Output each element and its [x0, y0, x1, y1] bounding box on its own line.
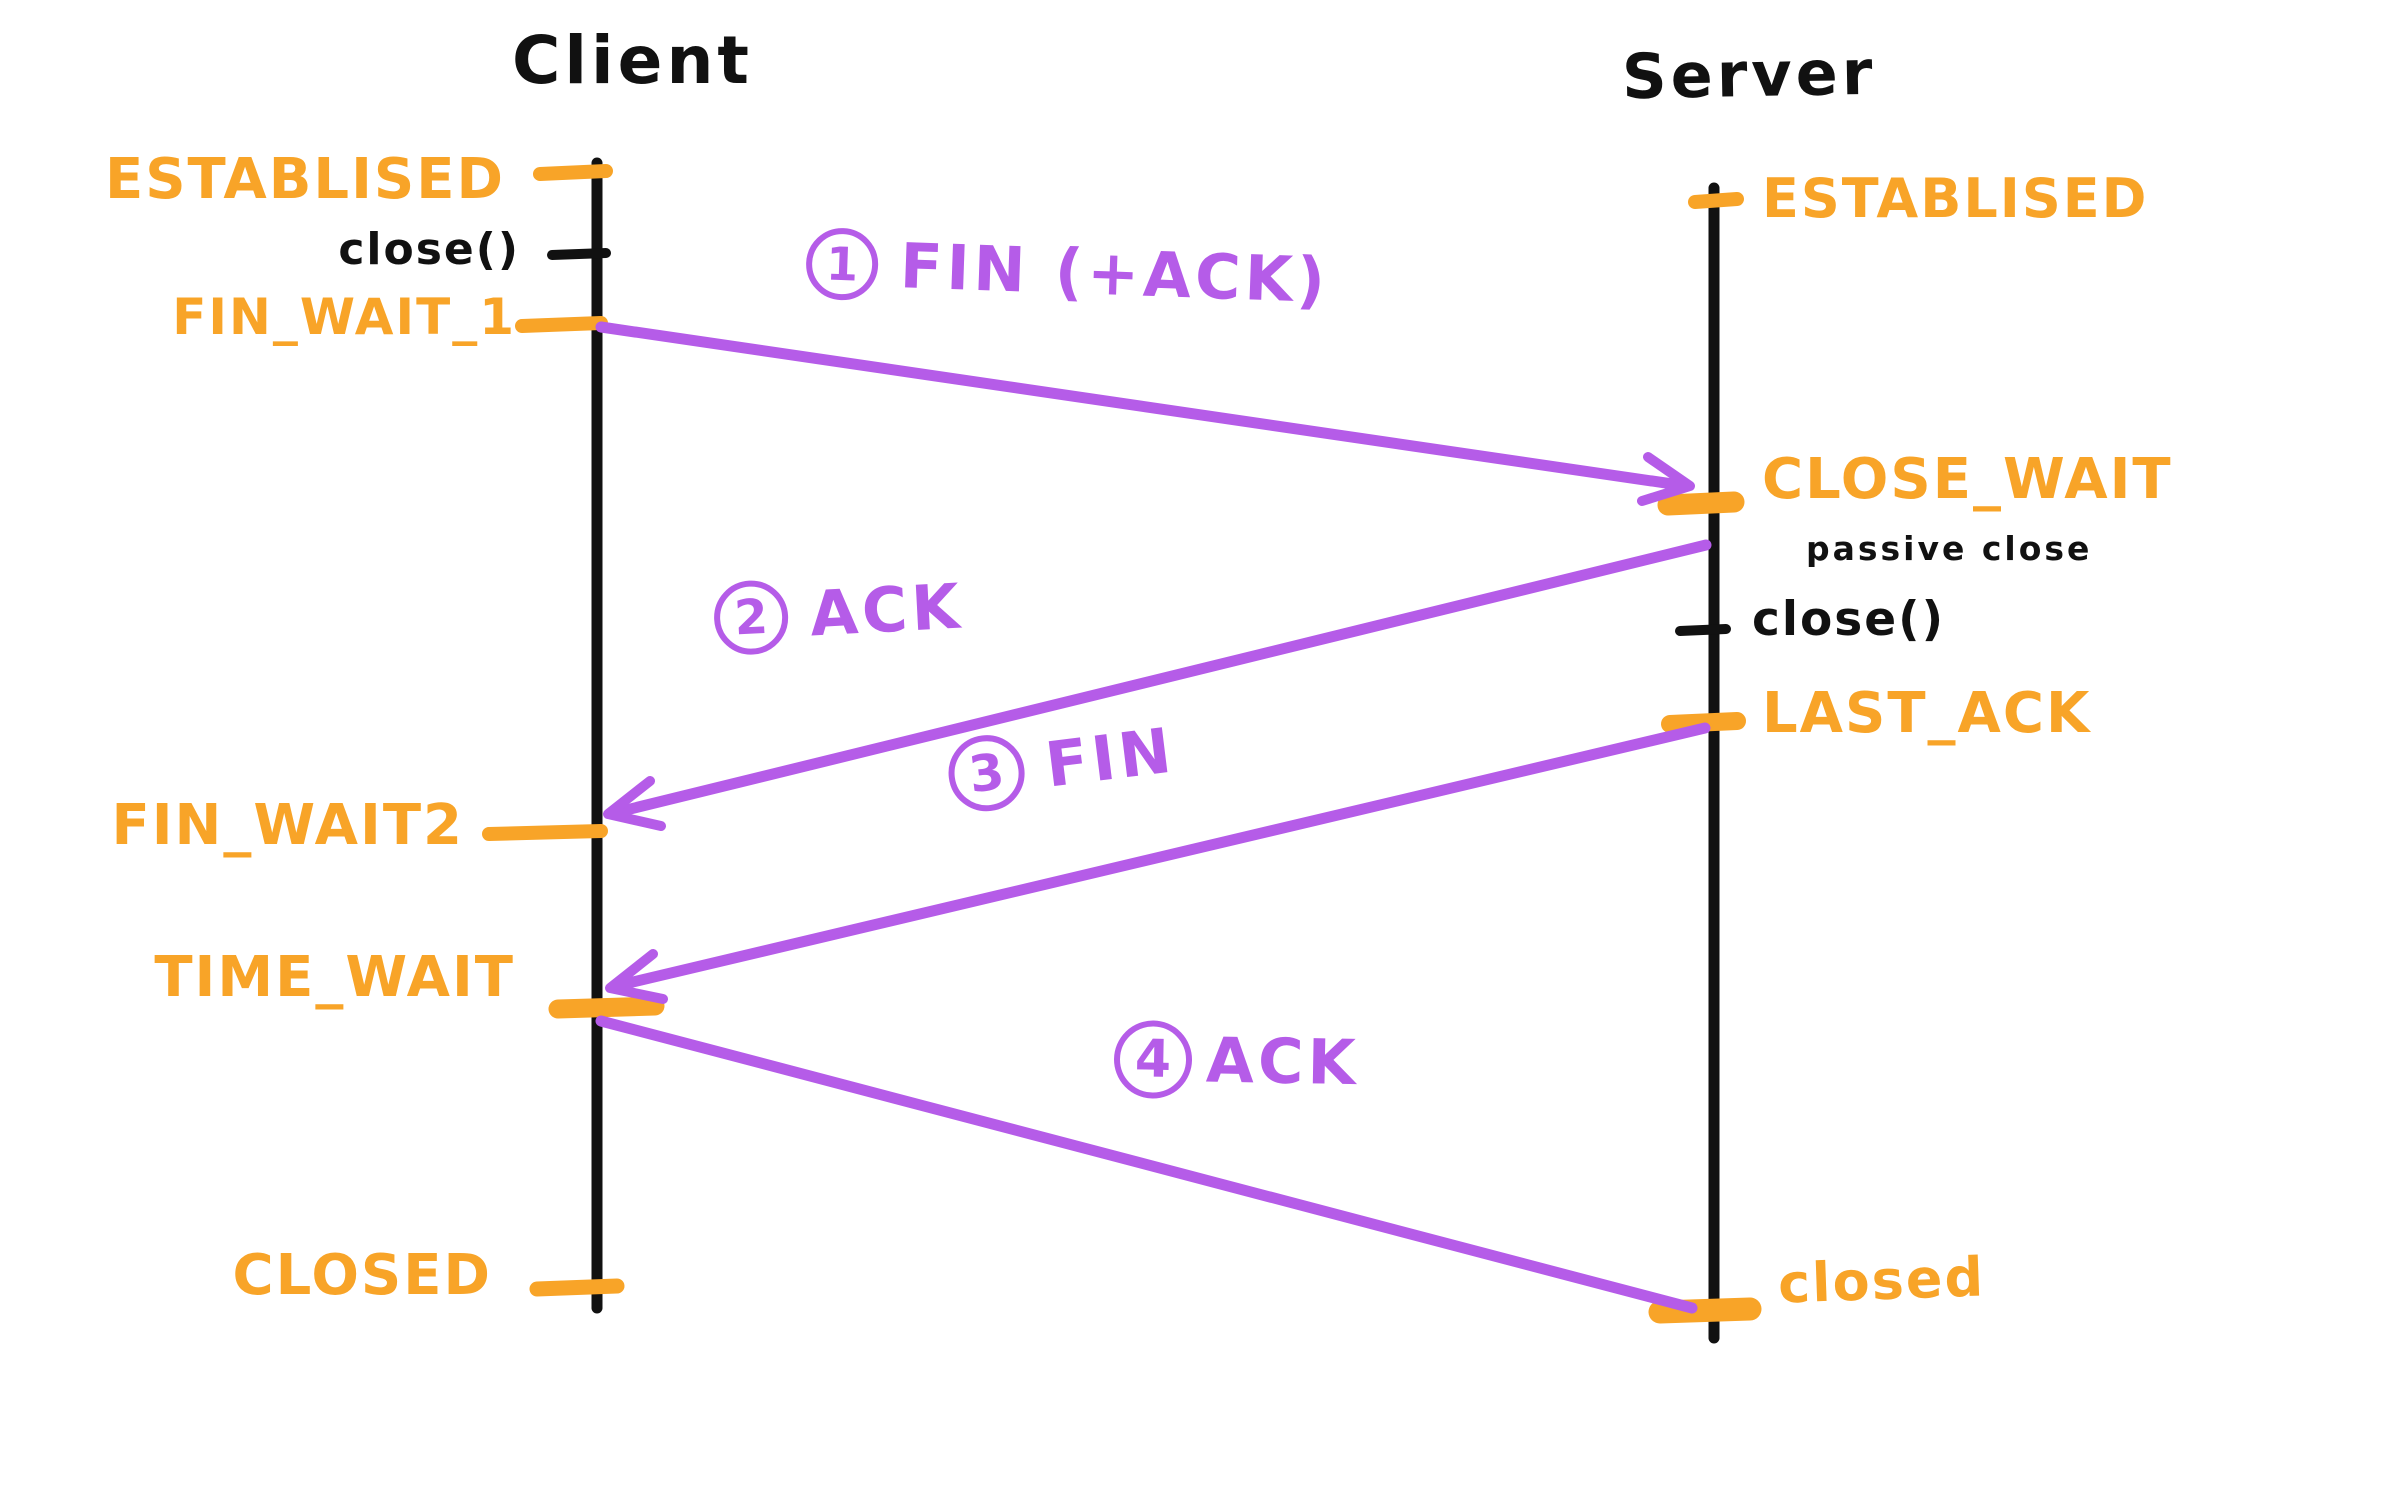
client-fin-wait-2-tick	[482, 824, 608, 841]
client-time-wait-tick	[548, 996, 665, 1019]
client-established-label: ESTABLISED	[104, 147, 505, 212]
server-last-ack-tick	[1661, 712, 1746, 733]
message-3-number: 3	[944, 730, 1029, 816]
client-close-tick	[547, 248, 611, 260]
client-time-wait-label: TIME_WAIT	[154, 945, 515, 1010]
message-1-text: FIN (+ACK)	[898, 229, 1331, 318]
client-established-tick	[533, 164, 613, 181]
client-fin-wait-1-tick	[515, 316, 608, 333]
server-established-tick	[1688, 192, 1744, 209]
server-close-wait-tick	[1657, 491, 1745, 516]
server-close-call-label: close()	[1752, 592, 1946, 647]
server-title: Server	[1621, 35, 1877, 114]
message-4-arrow	[595, 1015, 1698, 1314]
message-3-text: FIN	[1041, 713, 1179, 802]
message-4-text: ACK	[1205, 1023, 1361, 1100]
server-established-label: ESTABLISED	[1762, 167, 2149, 230]
message-4-number: 4	[1113, 1019, 1193, 1100]
server-last-ack-label: LAST_ACK	[1762, 681, 2092, 746]
client-fin-wait-1-label: FIN_WAIT_1	[172, 288, 516, 346]
client-closed-label: CLOSED	[232, 1243, 492, 1308]
message-1-number: 1	[804, 226, 880, 302]
server-close-tick	[1675, 624, 1731, 636]
client-close-call-label: close()	[338, 224, 520, 275]
message-2-text: ACK	[808, 569, 966, 651]
message-3-arrow	[610, 722, 1711, 992]
message-4-label: 4 ACK	[1113, 1019, 1361, 1102]
server-close-wait-label: CLOSE_WAIT	[1762, 447, 2173, 512]
message-2-arrowhead	[603, 776, 666, 831]
message-2-arrow	[608, 539, 1712, 819]
server-passive-close-label: passive close	[1806, 529, 2093, 568]
client-title: Client	[512, 22, 753, 99]
client-closed-tick	[529, 1278, 625, 1297]
message-3-arrowhead	[605, 949, 668, 1004]
message-1-arrowhead	[1637, 452, 1695, 506]
server-closed-tick	[1648, 1297, 1762, 1324]
server-closed-label: closed	[1776, 1245, 1987, 1316]
message-2-number: 2	[712, 578, 791, 657]
message-2-label: 2 ACK	[712, 570, 965, 657]
message-1-arrow	[595, 321, 1692, 492]
client-fin-wait-2-label: FIN_WAIT2	[111, 793, 464, 858]
